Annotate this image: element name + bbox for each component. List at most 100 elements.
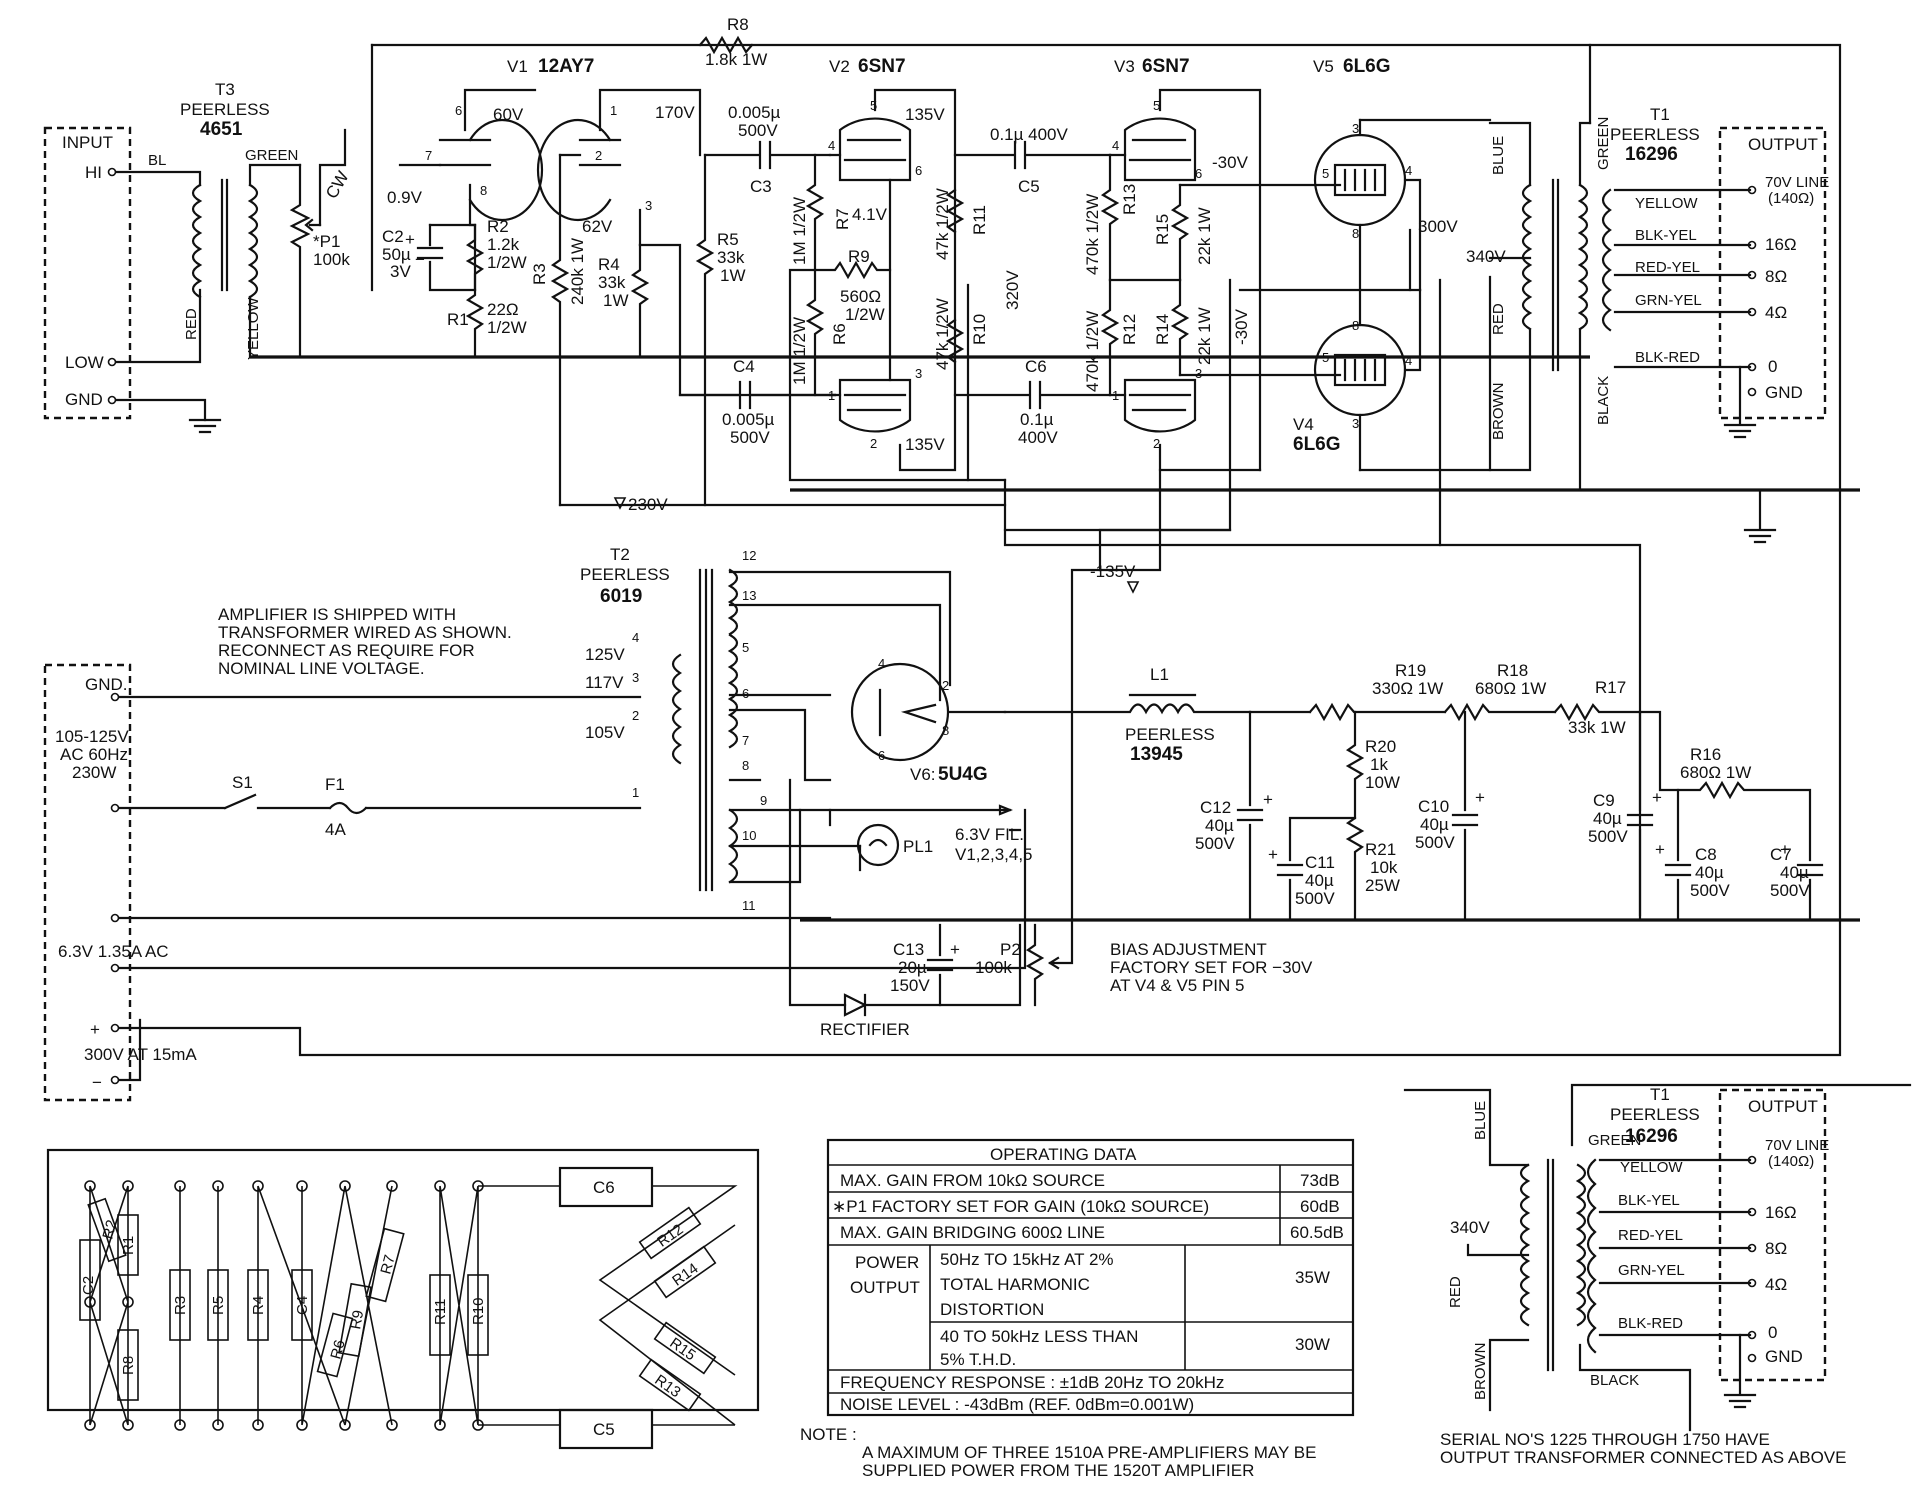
svg-text:5: 5 (742, 640, 749, 655)
t1-alt-16ohm: 16Ω (1765, 1203, 1797, 1222)
l1-model: 13945 (1130, 744, 1183, 765)
v1-cathode-b-voltage: 62V (582, 217, 613, 236)
v5-ref: V5 (1313, 57, 1334, 76)
output-4ohm-terminal[interactable] (1747, 307, 1757, 317)
svg-text:4: 4 (828, 138, 835, 153)
t1-alt-yellow: YELLOW (1620, 1159, 1683, 1176)
r4-watt: 1W (603, 291, 629, 310)
t1-alt-brown: BROWN (1472, 1343, 1489, 1401)
r3-resistor: R3 240k 1W (530, 153, 587, 507)
input-title: INPUT (62, 133, 113, 152)
output-0-terminal[interactable] (1747, 362, 1757, 372)
c3-value: 0.005µ (728, 103, 781, 122)
r10-ref: R10 (970, 314, 989, 345)
plate-voltage-340: 340V (1466, 247, 1506, 266)
t1-alt-4ohm-terminal[interactable] (1747, 1278, 1757, 1288)
op-freq: FREQUENCY RESPONSE : ±1dB 20Hz TO 20kHz (840, 1373, 1224, 1392)
serial-note-2: OUTPUT TRANSFORMER CONNECTED AS ABOVE (1440, 1448, 1847, 1467)
input-low-label: LOW (65, 353, 104, 372)
c5-ref: C5 (1018, 177, 1040, 196)
t1-alt-red-yel: RED-YEL (1618, 1227, 1683, 1244)
input-gnd-terminal[interactable] (107, 395, 117, 405)
t1-brown-wire: BROWN (1490, 383, 1507, 441)
output-70v-terminal[interactable] (1747, 185, 1757, 195)
svg-text:12: 12 (742, 548, 756, 563)
pcb-c2: C2 (80, 1276, 97, 1295)
svg-text:6: 6 (742, 686, 749, 701)
b-minus-terminal[interactable] (110, 1075, 120, 1085)
t2-tap-125v: 125V (585, 645, 625, 664)
p2-ref: P2 (1000, 940, 1021, 959)
t1-alt-70v-terminal[interactable] (1747, 1155, 1757, 1165)
fil-terminal-a[interactable] (110, 913, 120, 923)
fil-out-label: 6.3V 1.35A AC (58, 942, 169, 961)
b-plus-sign: + (90, 1020, 100, 1039)
b-plus-terminal[interactable] (110, 1023, 120, 1033)
t1-alt-8ohm-terminal[interactable] (1747, 1243, 1757, 1253)
t3-yellow-wire: YELLOW (245, 297, 262, 360)
svg-text:2: 2 (870, 436, 877, 451)
f1-value: 4A (325, 820, 346, 839)
svg-text:NOMINAL LINE VOLTAGE.: NOMINAL LINE VOLTAGE. (218, 659, 425, 678)
v6-type: 5U4G (938, 764, 988, 785)
t1-alt-16ohm-terminal[interactable] (1747, 1207, 1757, 1217)
power-gnd-label: GND. (85, 675, 128, 694)
c9-value: 40µ (1593, 809, 1622, 828)
c10-volt: 500V (1415, 833, 1455, 852)
r12-ref: R12 (1120, 314, 1139, 345)
fil-terminal-b[interactable] (110, 963, 120, 973)
svg-text:8: 8 (742, 758, 749, 773)
c3-ref: C3 (750, 177, 772, 196)
v2-ref: V2 (829, 57, 850, 76)
v4-tube: V4 6L6G 8 5 4 3 (1293, 288, 1422, 472)
c11-ref: C11 (1305, 853, 1335, 872)
r15-value: 22k 1W (1195, 207, 1214, 265)
c12-volt: 500V (1195, 834, 1235, 853)
r21-value: 10k (1370, 858, 1398, 877)
r2-ref: R2 (487, 217, 509, 236)
svg-text:+: + (950, 940, 960, 959)
op-noise: NOISE LEVEL : -43dBm (REF. 0dBm=0.001W) (840, 1395, 1194, 1414)
svg-text:5: 5 (870, 98, 877, 113)
c8-value: 40µ (1695, 863, 1724, 882)
v6-ref: V6: (910, 765, 936, 784)
power-gnd-terminal[interactable] (110, 692, 120, 702)
op-row-0-value: 73dB (1300, 1171, 1340, 1190)
svg-text:+: + (1475, 788, 1485, 807)
c6-value: 0.1µ (1020, 410, 1054, 429)
op-power-label-2: OUTPUT (850, 1278, 920, 1297)
input-hi-terminal[interactable] (107, 167, 117, 177)
t1-alt-gnd-terminal[interactable] (1747, 1353, 1757, 1363)
svg-text:5: 5 (1322, 166, 1329, 181)
note-line-2: SUPPLIED POWER FROM THE 1520T AMPLIFIER (862, 1461, 1254, 1480)
t1-alt-0-terminal[interactable] (1747, 1330, 1757, 1340)
svg-text:9: 9 (760, 793, 767, 808)
svg-text:1: 1 (828, 388, 835, 403)
f1-ref: F1 (325, 775, 345, 794)
mains-terminal[interactable] (110, 803, 120, 813)
input-low-terminal[interactable] (107, 357, 117, 367)
ground-symbol-input (188, 418, 222, 434)
t1-alt-340v: 340V (1450, 1218, 1490, 1237)
c7-ref: C7 (1770, 845, 1792, 864)
v2-bias-network: 1M 1/2W R7 1M 1/2W R6 R9 560Ω 1/2W (788, 153, 1007, 482)
pcb-r5: R5 (210, 1296, 227, 1315)
pl1-label: PL1 (903, 837, 933, 856)
v3-type: 6SN7 (1142, 56, 1190, 77)
output-4ohm: 4Ω (1765, 303, 1787, 322)
output-0: 0 (1768, 357, 1777, 376)
output-gnd-terminal[interactable] (1747, 387, 1757, 397)
svg-text:3: 3 (632, 670, 639, 685)
op-power-1-line-2: 5% T.H.D. (940, 1350, 1016, 1369)
r9-value: 560Ω (840, 287, 881, 306)
t1-alt-blk-yel: BLK-YEL (1618, 1192, 1680, 1209)
v2-type: 6SN7 (858, 56, 906, 77)
output-8ohm-terminal[interactable] (1747, 270, 1757, 280)
output-block-main: OUTPUT 70V LINE (140Ω) 16Ω 8Ω 4Ω 0 GND (1718, 126, 1829, 439)
output-16ohm-terminal[interactable] (1747, 240, 1757, 250)
svg-text:−: − (415, 250, 425, 269)
c8-ref: C8 (1695, 845, 1717, 864)
p1-gain-pot[interactable]: CW *P1 100k (289, 128, 353, 359)
t1-maker: PEERLESS (1610, 125, 1700, 144)
